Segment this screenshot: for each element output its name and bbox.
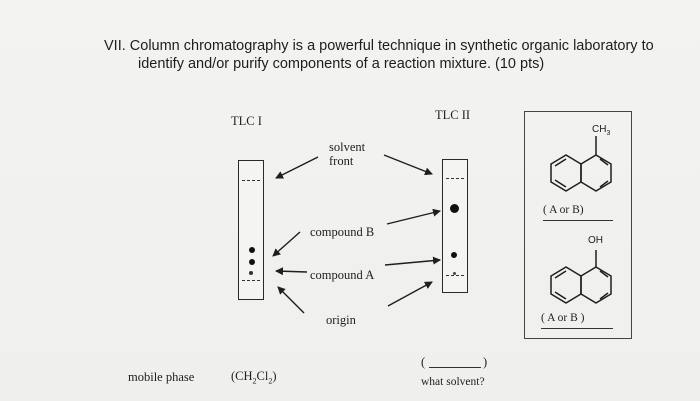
tlc2-solvent-prompt: what solvent? — [421, 376, 485, 388]
tlc2-solvent-close-paren: ) — [483, 355, 488, 369]
top-choice-underline — [543, 220, 613, 221]
tlc2-solvent-open-paren: ( — [421, 355, 426, 369]
question-text: VII. Column chromatography is a powerful… — [104, 37, 684, 73]
arrow-origin-tlc2 — [387, 281, 433, 307]
tlc1-heading: TLC I — [231, 114, 262, 128]
top-structure-choice: ( A or B) — [543, 204, 584, 216]
compound-a-label: compound A — [310, 268, 375, 282]
molecule-naphthol — [550, 250, 612, 304]
bottom-choice-underline — [541, 328, 613, 329]
tlc2-origin-line — [446, 275, 464, 276]
arrow-compound-a-tlc1 — [275, 267, 308, 276]
bottom-structure-choice: ( A or B ) — [541, 312, 585, 324]
question-line-1: VII. Column chromatography is a powerful… — [104, 38, 654, 54]
tlc2-spot-b — [450, 204, 459, 213]
origin-label: origin — [326, 313, 356, 327]
molecule-methylnaphthalene — [550, 136, 612, 192]
tlc1-origin-line — [242, 280, 260, 281]
tlc2-solvent-front-line — [446, 178, 464, 179]
tlc1-plate — [238, 160, 264, 300]
mobile-phase-label: mobile phase — [128, 370, 195, 384]
arrow-origin-tlc1 — [277, 286, 305, 314]
tlc1-mobile-phase-close: ) — [272, 369, 277, 383]
arrow-solvent-front-tlc2 — [383, 154, 433, 176]
tlc1-mobile-phase-sub2: 2 — [268, 376, 273, 386]
solvent-front-label-line1: solvent — [329, 140, 366, 154]
arrow-solvent-front-tlc1 — [275, 156, 319, 179]
tlc1-spot-b — [249, 247, 255, 253]
methyl-label: CH3 — [592, 124, 610, 137]
tlc1-mobile-phase-sub1: 2 — [252, 376, 257, 386]
tlc1-mobile-phase: (CH2Cl2) — [231, 369, 277, 386]
arrow-compound-a-tlc2 — [384, 256, 441, 266]
arrow-compound-b-tlc1 — [272, 231, 301, 257]
tlc2-origin-spot — [453, 272, 456, 275]
hydroxyl-label: OH — [588, 235, 603, 246]
tlc2-heading: TLC II — [435, 108, 471, 122]
compound-b-label: compound B — [310, 225, 375, 239]
tlc2-plate — [442, 159, 468, 293]
tlc1-spot-a — [249, 259, 255, 265]
question-line-2: identify and/or purify components of a r… — [138, 56, 545, 72]
arrow-compound-b-tlc2 — [386, 208, 441, 225]
solvent-front-label: solvent front — [329, 140, 365, 168]
tlc1-mobile-phase-mid: Cl — [256, 369, 269, 383]
tlc1-solvent-front-line — [242, 180, 260, 181]
tlc2-spot-a — [451, 252, 457, 258]
structures-box — [524, 111, 632, 339]
methyl-label-text: CH — [592, 124, 607, 135]
tlc2-solvent-blank[interactable] — [429, 367, 481, 368]
tlc1-mobile-phase-open: (CH — [231, 369, 253, 383]
solvent-front-label-line2: front — [329, 154, 354, 168]
tlc1-origin-spot — [249, 271, 253, 275]
methyl-label-sub: 3 — [606, 130, 611, 137]
